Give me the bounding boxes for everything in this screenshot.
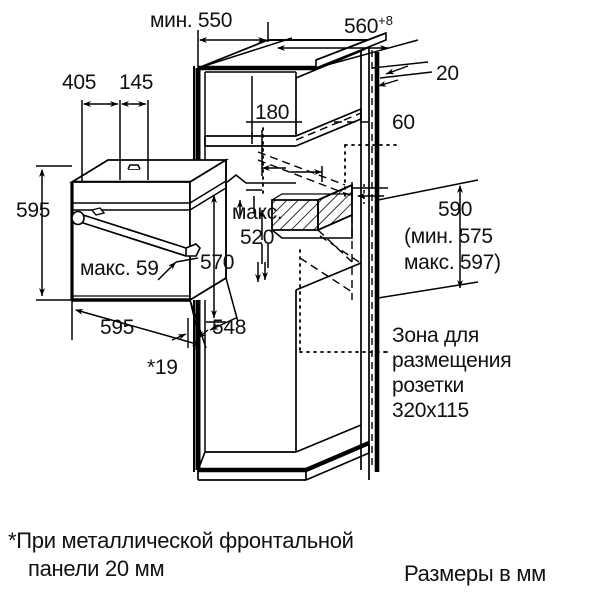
label-max-59: макс. 59 xyxy=(80,257,159,280)
socket-zone-hatched-area xyxy=(271,183,353,239)
leader-max-59 xyxy=(157,257,199,281)
dim-line-405-145 xyxy=(81,100,149,182)
label-20: 20 xyxy=(436,62,459,85)
label-145: 145 xyxy=(119,71,154,94)
label-405: 405 xyxy=(62,71,97,94)
label-590-min: (мин. 575 xyxy=(404,225,493,248)
dim-line-595-width xyxy=(71,299,207,349)
label-19-footnote-ref: *19 xyxy=(147,356,178,379)
dim-line-595-height xyxy=(36,165,72,301)
dim-line-min-550 xyxy=(197,22,269,68)
label-595-height: 595 xyxy=(16,199,51,222)
label-548: 548 xyxy=(212,316,247,339)
label-min-550: мин. 550 xyxy=(150,9,233,32)
dim-line-180 xyxy=(246,76,372,176)
label-590: 590 xyxy=(438,198,473,221)
label-max-520-line1: макс. xyxy=(232,201,283,224)
label-60: 60 xyxy=(392,111,415,134)
dim-line-max-520 xyxy=(237,189,269,282)
label-590-max: макс. 597) xyxy=(404,251,501,274)
dim-line-570 xyxy=(206,188,227,323)
label-595-width: 595 xyxy=(100,316,135,339)
dim-line-20 xyxy=(371,61,433,87)
label-socket-zone-line3: розетки xyxy=(392,374,464,397)
dim-line-560 xyxy=(197,37,419,69)
units-note: Размеры в мм xyxy=(404,561,546,586)
label-570: 570 xyxy=(200,251,235,274)
oven-niche-step xyxy=(225,173,296,190)
footnote-line-1: *При металлической фронтальной xyxy=(8,528,354,553)
label-560-tolerance: +8 xyxy=(378,13,393,28)
label-max-520-line2: 520 xyxy=(240,226,275,249)
label-socket-zone-line4: 320x115 xyxy=(392,399,469,422)
label-560-value: 560 xyxy=(344,15,379,38)
dim-line-590 xyxy=(377,179,479,299)
label-560-plus-8: 560+8 xyxy=(344,14,393,38)
rear-panel-line xyxy=(371,50,380,472)
socket-zone-dotted-outline xyxy=(262,127,401,353)
footnote-line-2: панели 20 мм xyxy=(28,556,165,581)
hidden-edges-dashed xyxy=(257,112,363,300)
oven-unit xyxy=(68,158,230,302)
label-180: 180 xyxy=(255,101,290,124)
label-socket-zone-line1: Зона для xyxy=(392,324,479,347)
label-socket-zone-line2: размещения xyxy=(392,349,512,372)
dim-line-19 xyxy=(171,318,209,350)
dim-line-60 xyxy=(290,166,388,204)
